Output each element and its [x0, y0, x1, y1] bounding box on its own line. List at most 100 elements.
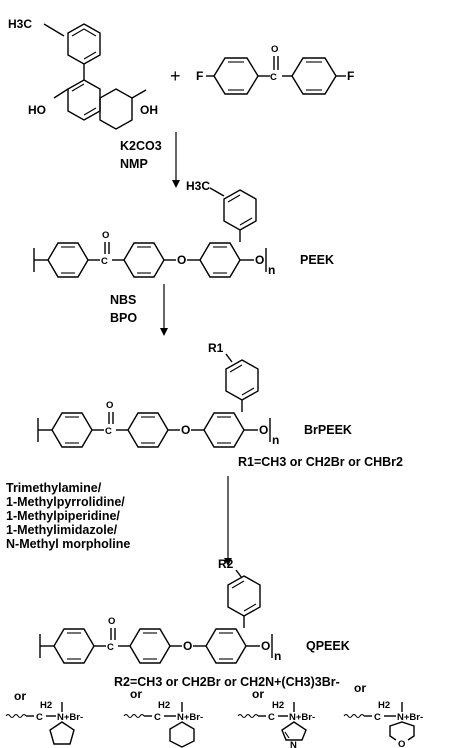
wavy-bond [343, 713, 365, 719]
repeat-index: n [274, 649, 281, 663]
step3-reagent-1: Trimethylamine/ [6, 481, 102, 495]
backbone-ring-2 [123, 242, 165, 278]
right-phenyl-ring [291, 57, 337, 95]
step3-reagent-5: N-Methyl morpholine [6, 537, 130, 551]
carbonyl-carbon: C [105, 426, 112, 437]
nitrogen-label: N+Br- [397, 712, 423, 723]
wavy-bond [123, 713, 145, 719]
ch2-label: H2 [378, 700, 390, 711]
pendant-phenyl-ring [225, 359, 259, 401]
repeat-index: n [268, 263, 275, 277]
pendant-phenyl-ring [227, 575, 261, 617]
ring-double-bond [239, 217, 253, 226]
imidazole-nitrogen: N [290, 740, 297, 748]
carbonyl-oxygen: O [102, 230, 109, 241]
backbone-ring-2 [129, 628, 171, 664]
peek-label: PEEK [300, 253, 334, 267]
pyrrolidinium-cation: H2 C N+Br- [5, 700, 83, 745]
or-label-4: or [354, 681, 366, 695]
morpholine-oxygen: O [398, 739, 405, 748]
c-label: C [36, 712, 43, 723]
step2-arrowhead [160, 328, 168, 336]
step2-reagent-bpo: BPO [110, 311, 137, 325]
qpeek-label: QPEEK [306, 639, 350, 653]
ring-double-bond [83, 51, 97, 60]
r1-definition: R1=CH3 or CH2Br or CHBr2 [238, 455, 403, 469]
step3-reagent-2: 1-Methylpyrrolidine/ [6, 495, 125, 509]
ring-double-bond [71, 28, 97, 37]
backbone-ring-3 [205, 628, 247, 664]
peek-methyl: H3C [186, 179, 210, 193]
carbonyl-oxygen: O [108, 616, 115, 627]
piperidinium-cation: H2 C N+Br- [123, 700, 203, 748]
step3-arrowhead [224, 558, 232, 566]
qpeek-structure: R2 C O O O n QPEEK [39, 557, 350, 664]
ring-double-bond [284, 731, 290, 739]
or-label-1: or [14, 689, 26, 703]
carbonyl-carbon: C [107, 642, 114, 653]
backbone-ring-1 [47, 242, 89, 278]
wavy-bond [237, 713, 259, 719]
imidazolium-cation: H2 C N+Br- N [237, 700, 315, 748]
nitrogen-label: N+Br- [57, 712, 83, 723]
step1-reagent-base: K2CO3 [120, 139, 162, 153]
carbonyl-carbon: C [270, 72, 277, 83]
backbone-ring-1 [51, 412, 93, 448]
reactant-difluorobenzophenone: F C O F [196, 44, 354, 95]
methyl-bond [209, 187, 225, 197]
ring-double-bond [241, 387, 255, 396]
ring-double-bond [243, 603, 257, 612]
morpholine-ring [389, 721, 415, 741]
c-label: C [374, 712, 381, 723]
end-oxygen: O [259, 423, 268, 437]
brpeek-label: BrPEEK [304, 423, 352, 437]
carbonyl-carbon: C [101, 256, 108, 267]
step3-reagent-3: 1-Methylpiperidine/ [6, 509, 120, 523]
ch2-label: H2 [272, 700, 284, 711]
methyl-label: H3C [8, 17, 32, 31]
ether-oxygen: O [181, 423, 190, 437]
end-oxygen: O [255, 253, 264, 267]
brpeek-substituent: R1 [208, 341, 224, 355]
pendant-phenyl-ring [223, 189, 257, 231]
bottom-phenol-ring [67, 79, 101, 121]
backbone-ring-3 [199, 242, 241, 278]
brpeek-structure: R1 C O O O n BrPEEK [37, 341, 352, 448]
wavy-bond [5, 713, 27, 719]
top-phenyl-ring [67, 23, 101, 65]
nitrogen-label: N+Br- [289, 712, 315, 723]
substituent-bond [225, 353, 233, 363]
ring-double-bond [83, 107, 97, 116]
ether-oxygen: O [177, 253, 186, 267]
c-label: C [268, 712, 275, 723]
ring-double-bond [229, 364, 243, 373]
ring-double-bond [231, 580, 245, 589]
peek-structure: H3C C O O O n PEEK [33, 179, 334, 278]
step2-reagent-nbs: NBS [110, 293, 136, 307]
imidazole-ring [281, 721, 307, 741]
piperidine-ring [169, 721, 195, 748]
backbone-ring-2 [127, 412, 169, 448]
pyrrolidine-ring [49, 721, 75, 745]
backbone-ring-3 [203, 412, 245, 448]
r2-definition: R2=CH3 or CH2Br or CH2N+(CH3)3Br- [114, 675, 340, 689]
qpeek-substituent: R2 [218, 557, 234, 571]
reactant-biphenol: H3C HO OH [8, 17, 158, 130]
step3-reagent-4: 1-Methylimidazole/ [6, 523, 118, 537]
carbonyl-oxygen: O [106, 400, 113, 411]
ring-double-bond [227, 194, 241, 203]
fused-ring [99, 88, 133, 130]
or-label-2: or [130, 687, 142, 701]
left-hydroxyl: HO [28, 103, 46, 117]
c-label: C [154, 712, 161, 723]
end-oxygen: O [261, 639, 270, 653]
step1-reagent-solvent: NMP [120, 157, 148, 171]
left-phenyl-ring [213, 57, 259, 95]
plus-sign: + [170, 66, 181, 86]
fluorine-right: F [347, 69, 354, 83]
nitrogen-label: N+Br- [177, 712, 203, 723]
step1-arrowhead [172, 180, 180, 188]
repeat-index: n [272, 433, 279, 447]
oh-bond-left [53, 88, 69, 99]
